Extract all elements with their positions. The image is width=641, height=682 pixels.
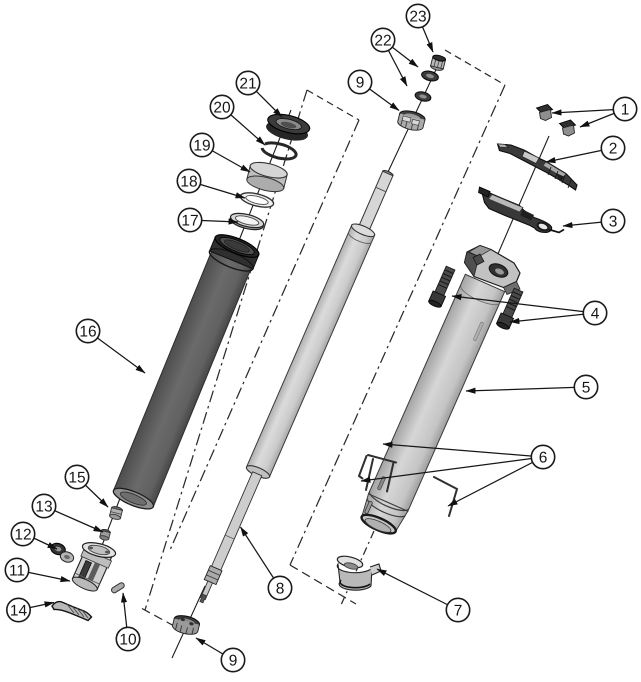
svg-text:14: 14 [10,602,28,619]
svg-text:19: 19 [193,137,210,154]
svg-text:22: 22 [374,32,391,49]
svg-text:16: 16 [79,323,96,340]
svg-text:20: 20 [213,99,231,116]
svg-text:9: 9 [229,652,238,669]
svg-text:7: 7 [454,602,463,619]
svg-text:18: 18 [180,173,197,190]
svg-text:5: 5 [582,379,591,396]
svg-text:13: 13 [35,498,52,515]
svg-text:12: 12 [14,526,31,543]
svg-text:3: 3 [609,213,618,230]
svg-text:17: 17 [181,212,198,229]
svg-text:11: 11 [9,562,25,579]
svg-text:2: 2 [609,140,618,157]
svg-text:23: 23 [409,8,426,25]
svg-text:1: 1 [621,101,630,118]
svg-text:15: 15 [68,469,85,486]
svg-text:8: 8 [276,580,285,597]
svg-text:4: 4 [591,305,600,322]
svg-text:21: 21 [239,75,256,92]
svg-text:6: 6 [539,449,548,466]
svg-text:9: 9 [356,74,365,91]
svg-text:10: 10 [119,631,137,648]
